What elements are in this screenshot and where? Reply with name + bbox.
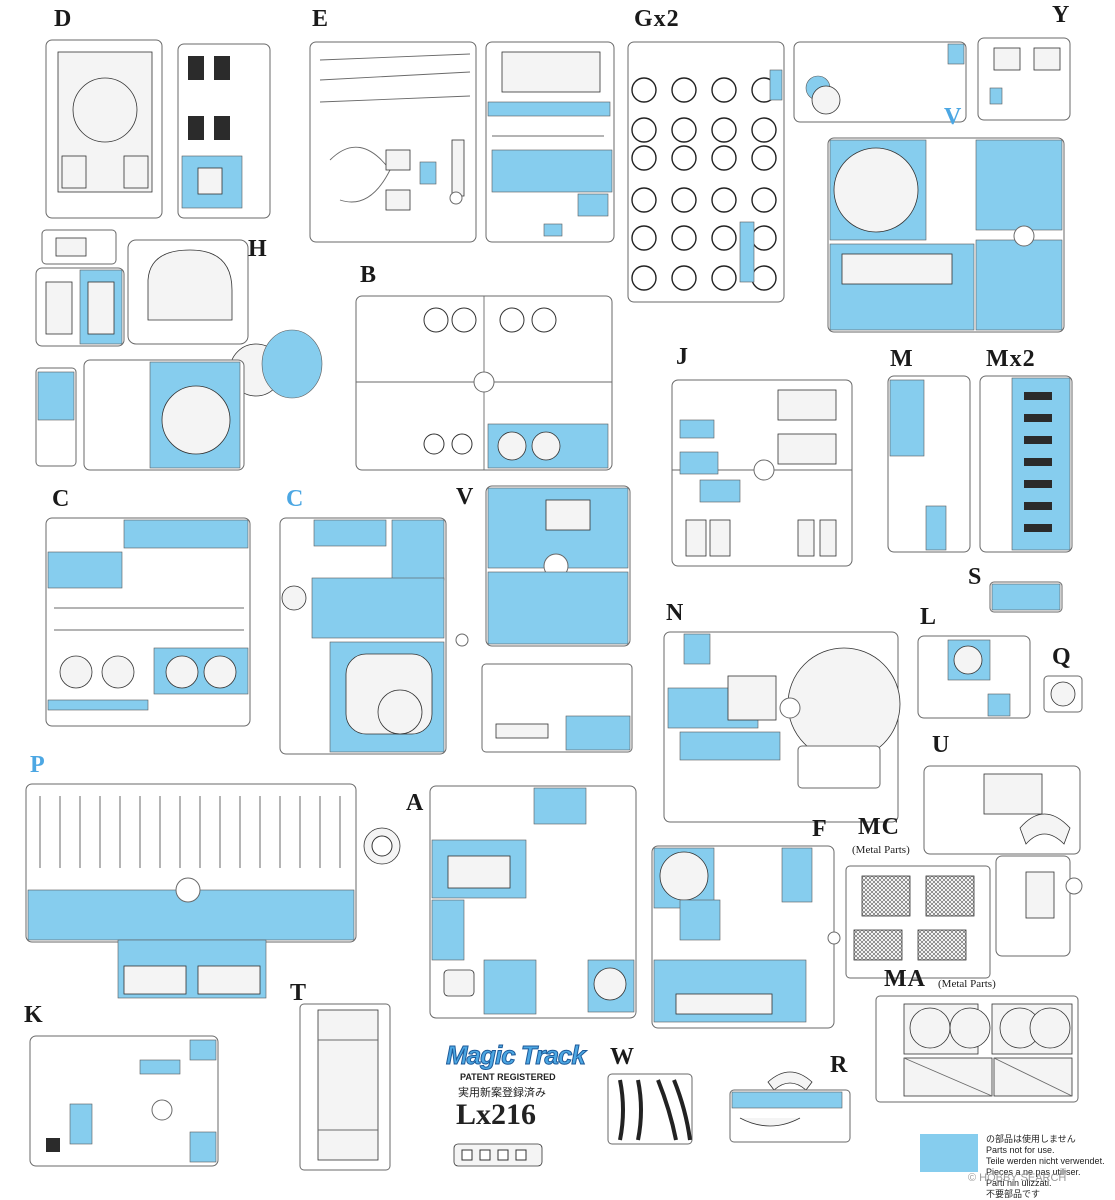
label-J: J bbox=[676, 344, 689, 370]
sprue-R bbox=[729, 1071, 851, 1143]
sprue-A bbox=[429, 785, 637, 1019]
label-C-cyan: C bbox=[286, 486, 305, 512]
sprue-V-mid bbox=[455, 485, 633, 753]
label-P: P bbox=[30, 752, 46, 778]
sprue-J bbox=[671, 379, 853, 567]
label-MA: MA bbox=[884, 966, 926, 992]
sprue-G bbox=[627, 41, 785, 303]
label-Q: Q bbox=[1052, 644, 1072, 670]
label-D: D bbox=[54, 6, 73, 32]
patent-text: PATENT REGISTERED bbox=[460, 1072, 556, 1082]
watermark: © HOBBY SEARCH bbox=[968, 1172, 1067, 1184]
sprue-E bbox=[309, 41, 477, 243]
label-F: F bbox=[812, 816, 828, 842]
label-R: R bbox=[830, 1052, 849, 1078]
legend-en: Parts not for use. bbox=[986, 1145, 1055, 1155]
patent-jp-text: 実用新案登録済み bbox=[458, 1086, 546, 1099]
sprue-T bbox=[299, 1003, 391, 1171]
label-E: E bbox=[312, 6, 330, 32]
sprue-F bbox=[651, 845, 841, 1029]
sprue-small-top bbox=[793, 41, 967, 123]
label-S: S bbox=[968, 564, 983, 590]
label-H: H bbox=[248, 236, 268, 262]
label-T: T bbox=[290, 980, 308, 1006]
label-W: W bbox=[610, 1044, 635, 1070]
sprue-N bbox=[663, 631, 901, 823]
legend-de: Teile werden nicht verwendet. bbox=[986, 1156, 1105, 1166]
label-V-mid: V bbox=[456, 484, 475, 510]
sprue-M bbox=[887, 375, 971, 553]
sprue-MC bbox=[845, 865, 991, 979]
legend-jp2: 不要部品です bbox=[986, 1189, 1041, 1199]
label-MA-note: (Metal Parts) bbox=[938, 978, 996, 990]
legend-it: Parti nin ulizzati. bbox=[986, 1178, 1052, 1188]
legend-fr: Pieces a ne pas utiliser. bbox=[986, 1167, 1081, 1177]
sprue-U bbox=[923, 765, 1083, 957]
sprue-Q bbox=[1043, 675, 1083, 713]
label-Gx2: Gx2 bbox=[634, 6, 680, 32]
label-C: C bbox=[52, 486, 71, 512]
magic-track-logo: Magic Track bbox=[446, 1040, 587, 1071]
label-K: K bbox=[24, 1002, 44, 1028]
sprue-B bbox=[355, 295, 613, 471]
label-M: M bbox=[890, 346, 914, 372]
label-Mx2: Mx2 bbox=[986, 346, 1036, 372]
label-MC-note: (Metal Parts) bbox=[852, 844, 910, 856]
sprue-D bbox=[45, 39, 271, 219]
sprue-S bbox=[989, 581, 1063, 613]
sprue-Y bbox=[977, 37, 1071, 121]
legend-text: の部品は使用しません Parts not for use. Teile werd… bbox=[986, 1134, 1105, 1200]
label-Y: Y bbox=[1052, 2, 1071, 28]
track-model: Lx216 bbox=[456, 1098, 537, 1131]
track-links bbox=[453, 1143, 543, 1167]
label-L: L bbox=[920, 604, 938, 630]
label-V-top: V bbox=[944, 104, 963, 130]
sprue-L bbox=[917, 635, 1031, 719]
label-B: B bbox=[360, 262, 378, 288]
sprue-V-top bbox=[827, 137, 1065, 333]
sprue-C bbox=[45, 517, 251, 727]
label-N: N bbox=[666, 600, 685, 626]
legend-jp: の部品は使用しません bbox=[986, 1134, 1076, 1144]
sprue-H bbox=[35, 229, 323, 471]
sprue-Mx2 bbox=[979, 375, 1073, 553]
sprue-C-cyan bbox=[279, 517, 447, 755]
label-U: U bbox=[932, 732, 951, 758]
label-A: A bbox=[406, 790, 425, 816]
sprue-W bbox=[607, 1073, 693, 1145]
sprue-E-detail bbox=[485, 41, 615, 243]
sprue-MA bbox=[875, 995, 1079, 1103]
sprue-K bbox=[29, 1035, 219, 1167]
sprue-P bbox=[25, 783, 401, 999]
legend-swatch bbox=[920, 1134, 978, 1172]
label-MC: MC bbox=[858, 814, 900, 840]
